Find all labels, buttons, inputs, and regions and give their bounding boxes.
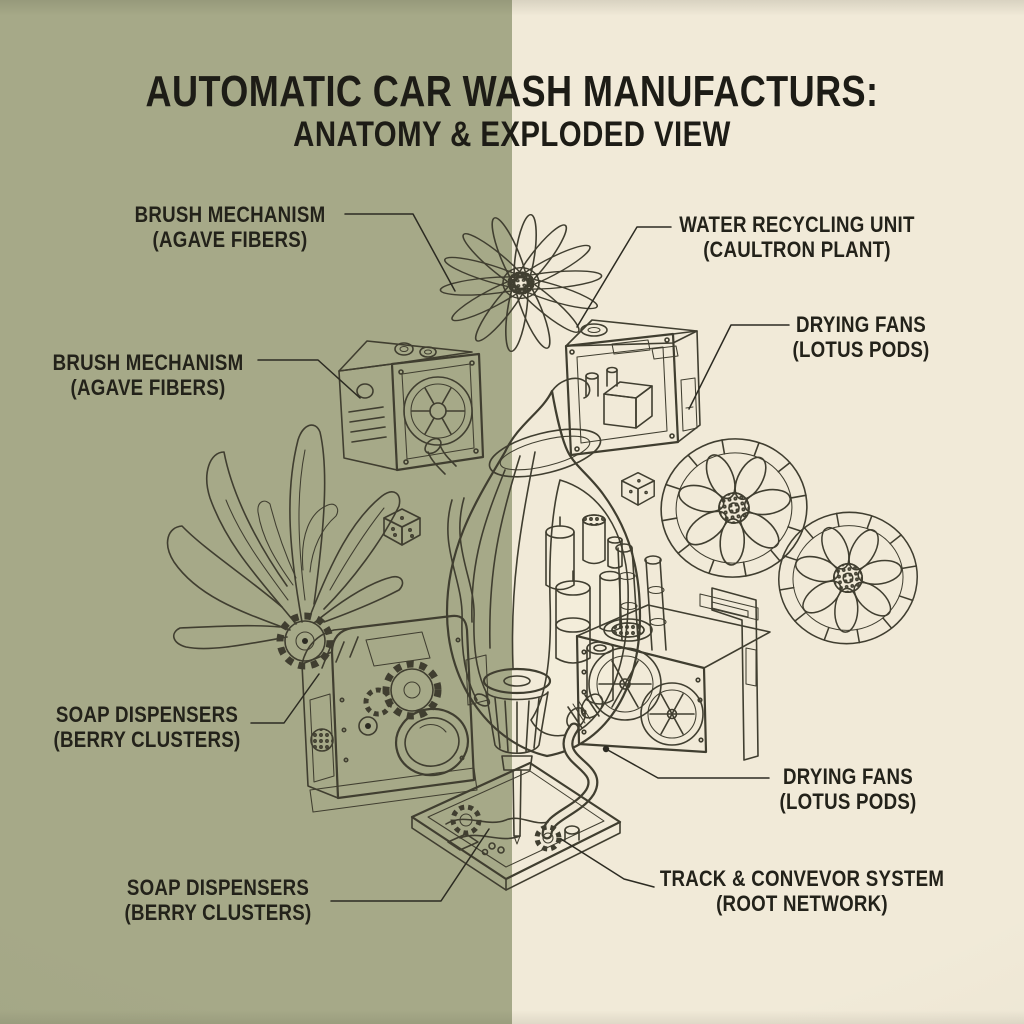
label-brush-mechanism-top: BRUSH MECHANISM (AGAVE FIBERS)	[135, 202, 326, 252]
label-line-2: (AGAVE FIBERS)	[152, 227, 308, 252]
water-recycling-unit-box-illustration	[564, 319, 701, 457]
label-track-conveyor-system: TRACK & CONVEVOR SYSTEM (ROOT NETWORK)	[660, 866, 944, 916]
leader-brush-mechanism-left	[257, 359, 361, 399]
label-water-recycling-unit: WATER RECYCLING UNIT (CAULTRON PLANT)	[679, 212, 914, 262]
brush-mechanism-box-illustration	[338, 340, 485, 472]
leader-drying-fans-bottom	[605, 748, 770, 779]
label-line-1: WATER RECYCLING UNIT	[679, 212, 915, 237]
label-line-1: SOAP DISPENSERS	[55, 702, 239, 727]
label-line-1: DRYING FANS	[783, 764, 913, 789]
label-line-1: DRYING FANS	[796, 312, 926, 337]
leader-track-conveyor	[560, 838, 655, 888]
lotus-drying-fan-2	[767, 500, 929, 656]
pump-cart-illustration	[575, 543, 771, 761]
small-cube-left-illustration	[383, 508, 421, 546]
label-soap-dispensers-bottom: SOAP DISPENSERS (BERRY CLUSTERS)	[125, 875, 312, 925]
label-soap-dispensers-left: SOAP DISPENSERS (BERRY CLUSTERS)	[54, 702, 241, 752]
hose-nozzle-illustration	[541, 693, 604, 840]
title-line-1: AUTOMATIC CAR WASH MANUFACTURS:	[145, 67, 879, 116]
leader-water-recycling-unit	[576, 226, 672, 328]
leader-brush-mechanism-top	[344, 213, 456, 292]
label-line-2: (CAULTRON PLANT)	[703, 237, 891, 262]
title-line-2: ANATOMY & EXPLODED VIEW	[293, 115, 731, 154]
label-line-1: BRUSH MECHANISM	[134, 202, 326, 227]
label-line-1: SOAP DISPENSERS	[126, 875, 310, 900]
background-left-panel	[0, 0, 512, 1024]
label-line-2: (LOTUS PODS)	[779, 789, 917, 814]
small-cube-right-illustration	[621, 471, 655, 506]
leader-lines	[250, 213, 790, 902]
root-conveyor-tray-illustration	[410, 761, 622, 891]
label-drying-fans-top: DRYING FANS (LOTUS PODS)	[792, 312, 929, 362]
leader-soap-dispensers-bottom	[330, 828, 490, 902]
label-brush-mechanism-left: BRUSH MECHANISM (AGAVE FIBERS)	[53, 350, 244, 400]
agave-plant-illustration	[166, 424, 404, 670]
lotus-drying-fan-1	[649, 426, 819, 590]
label-line-2: (AGAVE FIBERS)	[70, 375, 226, 400]
daisy-flower-brush-illustration	[439, 213, 603, 353]
label-line-2: (BERRY CLUSTERS)	[124, 900, 312, 925]
vessel-canisters	[545, 514, 623, 705]
teardrop-vessel-illustration	[424, 377, 642, 758]
label-line-1: BRUSH MECHANISM	[52, 350, 244, 375]
label-drying-fans-bottom: DRYING FANS (LOTUS PODS)	[779, 764, 916, 814]
label-line-2: (LOTUS PODS)	[792, 337, 930, 362]
label-line-2: (BERRY CLUSTERS)	[53, 727, 241, 752]
leader-soap-dispensers-left	[250, 673, 320, 724]
page-title: AUTOMATIC CAR WASH MANUFACTURS: ANATOMY …	[0, 70, 1024, 155]
leader-drying-fans-top	[688, 324, 790, 410]
label-line-2: (ROOT NETWORK)	[716, 891, 888, 916]
label-line-1: TRACK & CONVEVOR SYSTEM	[659, 866, 945, 891]
soap-dispenser-machine-illustration	[301, 614, 489, 813]
funnel-plunger-illustration	[482, 667, 552, 845]
